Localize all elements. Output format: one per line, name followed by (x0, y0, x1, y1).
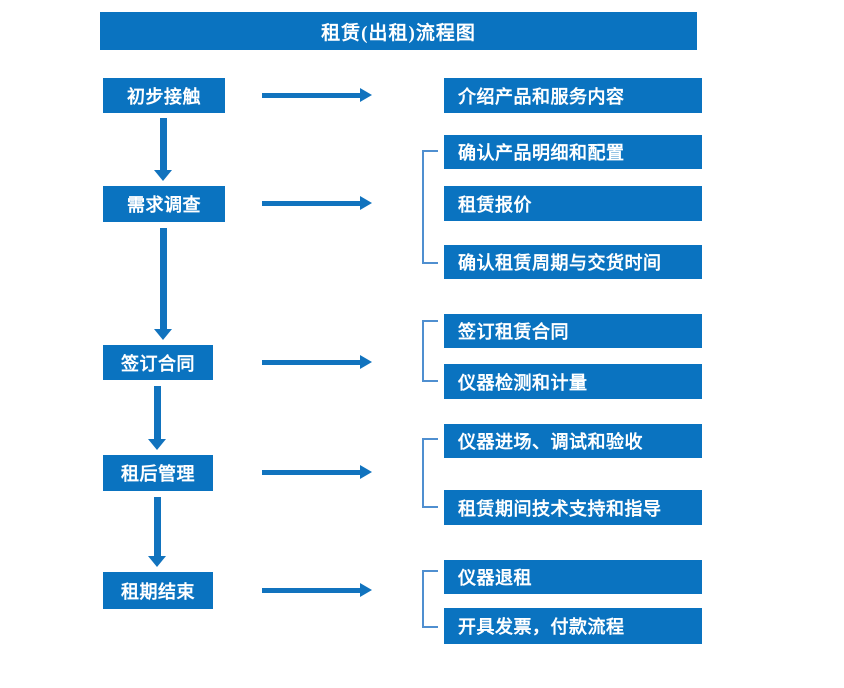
arrow-right-1 (262, 88, 372, 102)
arrow-head (360, 583, 372, 597)
detail-box-10[interactable]: 开具发票，付款流程 (444, 608, 702, 644)
stage-box-3[interactable]: 签订合同 (103, 345, 213, 380)
arrow-shaft (262, 93, 360, 98)
arrow-right-3 (262, 355, 372, 369)
arrow-shaft (160, 118, 167, 170)
detail-box-9[interactable]: 仪器退租 (444, 560, 702, 594)
arrow-head (154, 329, 172, 340)
arrow-right-2 (262, 196, 372, 210)
arrow-shaft (154, 386, 161, 439)
arrow-shaft (262, 588, 360, 593)
group-bracket-4 (422, 570, 438, 628)
arrow-head (148, 439, 166, 450)
arrow-right-5 (262, 583, 372, 597)
stage-box-5[interactable]: 租期结束 (103, 572, 213, 609)
arrow-down-3 (148, 386, 166, 450)
stage-box-1[interactable]: 初步接触 (103, 78, 225, 113)
detail-box-6[interactable]: 仪器检测和计量 (444, 364, 702, 399)
arrow-down-4 (148, 497, 166, 567)
arrow-shaft (154, 497, 161, 556)
arrow-down-2 (154, 228, 172, 340)
detail-box-8[interactable]: 租赁期间技术支持和指导 (444, 490, 702, 525)
arrow-shaft (262, 360, 360, 365)
arrow-shaft (160, 228, 167, 329)
group-bracket-2 (422, 320, 438, 382)
arrow-head (360, 355, 372, 369)
arrow-shaft (262, 201, 360, 206)
arrow-head (360, 88, 372, 102)
stage-box-2[interactable]: 需求调查 (103, 186, 225, 222)
detail-box-4[interactable]: 确认租赁周期与交货时间 (444, 245, 702, 279)
detail-box-5[interactable]: 签订租赁合同 (444, 314, 702, 348)
detail-box-1[interactable]: 介绍产品和服务内容 (444, 78, 702, 113)
arrow-head (154, 170, 172, 181)
arrow-head (148, 556, 166, 567)
arrow-head (360, 465, 372, 479)
diagram-title: 租赁(出租)流程图 (100, 12, 697, 50)
group-bracket-1 (422, 150, 438, 264)
arrow-head (360, 196, 372, 210)
detail-box-3[interactable]: 租赁报价 (444, 186, 702, 221)
detail-box-2[interactable]: 确认产品明细和配置 (444, 135, 702, 169)
arrow-down-1 (154, 118, 172, 181)
arrow-shaft (262, 470, 360, 475)
stage-box-4[interactable]: 租后管理 (103, 455, 213, 491)
arrow-right-4 (262, 465, 372, 479)
group-bracket-3 (422, 438, 438, 508)
detail-box-7[interactable]: 仪器进场、调试和验收 (444, 424, 702, 458)
